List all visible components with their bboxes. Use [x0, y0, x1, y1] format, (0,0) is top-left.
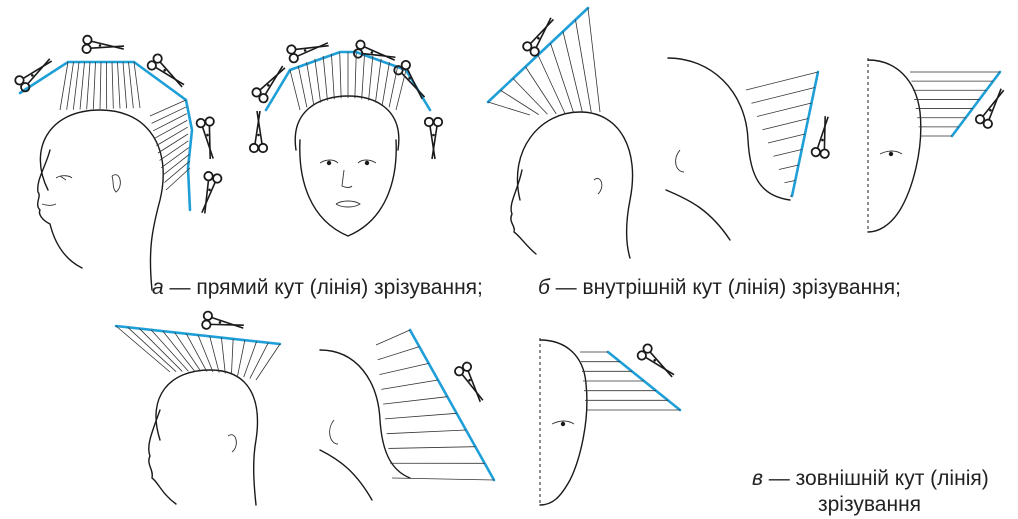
- caption-b-letter: б: [538, 276, 550, 299]
- caption-c-letter: в: [752, 467, 763, 490]
- hair-strand: [156, 127, 187, 145]
- hair-strand: [392, 478, 494, 480]
- hair-strand: [752, 88, 815, 104]
- hair-strand: [153, 114, 187, 131]
- caption-c-text: — зовнішній кут (лінія): [763, 467, 989, 490]
- hair-strand: [588, 8, 600, 112]
- hair-strand: [158, 134, 188, 153]
- hair-strand: [331, 54, 334, 99]
- hair-strand: [576, 20, 592, 113]
- hair-strand: [87, 62, 90, 109]
- hair-strand: [298, 66, 307, 107]
- hair-strand: [323, 56, 327, 101]
- hair-strand: [256, 344, 280, 380]
- hair-strand: [238, 340, 245, 376]
- hair-strand: [774, 150, 802, 157]
- hair-strand: [129, 62, 134, 108]
- hair-strand: [551, 43, 574, 113]
- hair-strand: [763, 119, 809, 130]
- hair-strand: [526, 67, 557, 114]
- hair-strand: [60, 62, 68, 110]
- diagram-c: [116, 311, 680, 505]
- caption-a-letter: а: [152, 276, 164, 299]
- hair-strand: [244, 341, 257, 377]
- hair-strand: [381, 380, 438, 389]
- hair-strand: [152, 107, 187, 124]
- hair-strand: [100, 62, 101, 109]
- hair-strand: [67, 62, 74, 110]
- caption-b: б — внутрішній кут (лінія) зрізування;: [538, 276, 901, 300]
- hair-strand: [307, 62, 314, 105]
- hair-strand: [116, 326, 170, 372]
- hair-strand: [387, 430, 466, 434]
- hair-strand: [118, 62, 121, 109]
- diagram-a-front: [250, 36, 442, 236]
- hair-strand: [355, 52, 356, 98]
- hair-strand: [134, 62, 140, 108]
- caption-c-line2: зрізування: [818, 493, 921, 517]
- hair-strand: [231, 339, 233, 375]
- hair-strand: [396, 70, 406, 110]
- hair-strand: [155, 120, 187, 138]
- hair-strand: [385, 413, 457, 419]
- hair-strand: [362, 54, 365, 99]
- caption-a: а — прямий кут (лінія) зрізування;: [152, 276, 483, 300]
- hair-strand: [382, 62, 389, 105]
- hair-strand: [151, 330, 188, 371]
- hair-strand: [746, 72, 818, 90]
- hair-strand: [221, 338, 225, 374]
- caption-b-text: — внутрішній кут (лінія) зрізування;: [550, 276, 901, 299]
- hair-strand: [538, 55, 565, 114]
- caption-a-text: — прямий кут (лінія) зрізування;: [164, 276, 483, 299]
- hair-strand: [340, 52, 341, 98]
- hair-strand: [375, 59, 381, 103]
- hair-strand: [150, 100, 186, 116]
- hair-strand: [488, 102, 530, 115]
- hair-strand: [389, 66, 398, 107]
- hair-strand: [73, 62, 79, 110]
- hair-strand: [369, 56, 373, 101]
- hair-strand: [80, 62, 85, 110]
- hair-strand: [175, 332, 201, 371]
- hair-strand: [250, 343, 268, 379]
- hair-strand: [163, 331, 195, 371]
- hair-strand: [380, 363, 429, 374]
- hair-strand: [315, 59, 321, 103]
- hair-strand: [123, 62, 127, 108]
- hair-strand: [768, 134, 805, 143]
- hair-strand: [290, 70, 300, 110]
- hair-strand: [378, 347, 420, 360]
- hair-strand: [757, 103, 812, 117]
- hair-strand: [501, 90, 539, 114]
- hair-strand: [93, 62, 95, 109]
- hair-strand: [779, 165, 799, 170]
- hair-strand: [383, 397, 447, 404]
- hair-strand: [388, 447, 475, 449]
- caption-c: в — зовнішній кут (лінія): [752, 467, 989, 491]
- hair-strand: [376, 330, 410, 345]
- hair-strand: [186, 334, 207, 372]
- hair-strand: [112, 62, 113, 109]
